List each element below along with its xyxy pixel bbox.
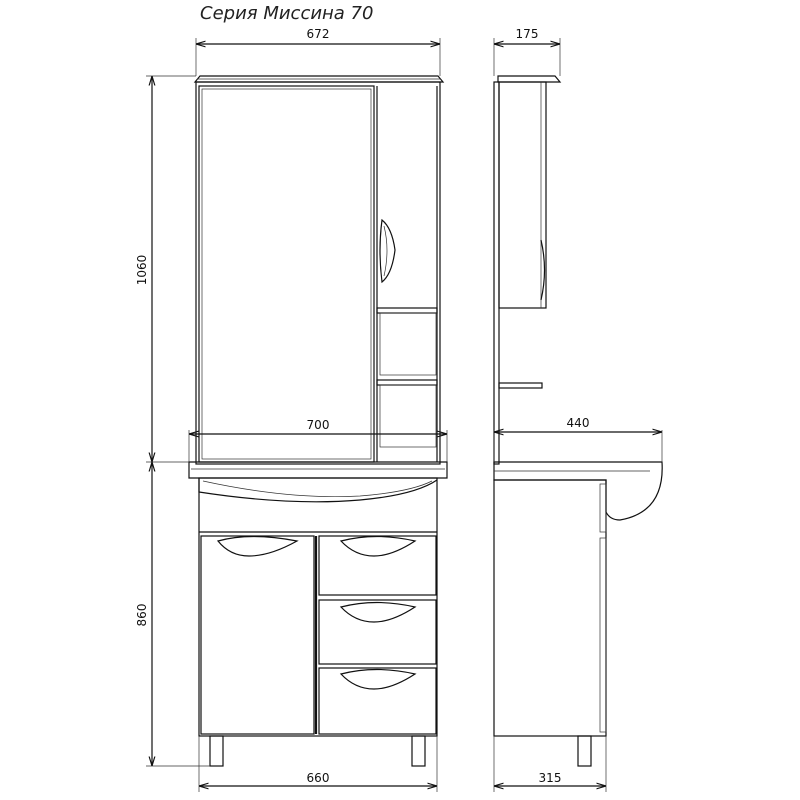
dim-mirror-width: 672: [307, 27, 330, 41]
side-mirror-cabinet: [493, 75, 562, 465]
vanity-cabinet: [198, 477, 438, 767]
dim-sink-depth: 440: [567, 416, 590, 430]
side-sink: [493, 461, 663, 521]
mirror-cornice: [193, 75, 445, 83]
front-view: [188, 75, 448, 767]
dim-cabinet-depth: 315: [539, 771, 562, 785]
side-cabinet: [493, 479, 607, 767]
side-view: [493, 75, 663, 767]
dim-mirror-depth: 175: [516, 27, 539, 41]
dim-cabinet-width: 660: [307, 771, 330, 785]
drawing-title: Серия Миссина 70: [200, 3, 374, 24]
mirror-cabinet: [195, 81, 441, 465]
dim-cabinet-height: 860: [135, 604, 149, 627]
sink-basin: [188, 461, 448, 503]
dim-sink-width: 700: [307, 418, 330, 432]
dim-mirror-height: 1060: [135, 255, 149, 286]
dimension-lines: [146, 38, 663, 792]
